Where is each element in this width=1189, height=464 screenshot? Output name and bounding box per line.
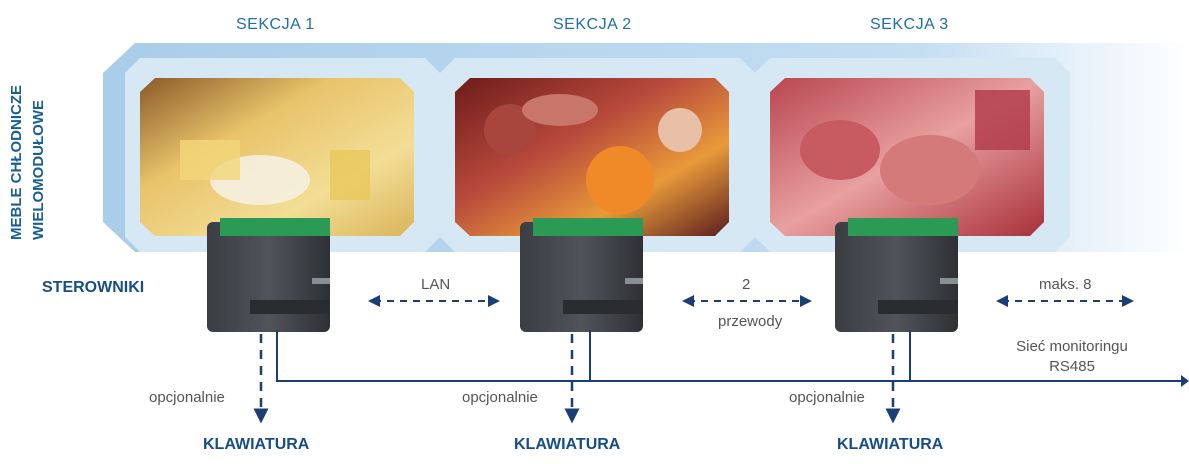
rs485-bus [276, 330, 1183, 382]
section-label-3: SEKCJA 3 [870, 16, 949, 33]
section-label-1: SEKCJA 1 [236, 16, 315, 33]
section-frame-2 [440, 58, 755, 252]
optional-label-1: opcjonalnie [149, 389, 225, 406]
keyboard-label-3: KLAWIATURA [837, 436, 944, 453]
section-label-2: SEKCJA 2 [553, 16, 632, 33]
network-label-line1: Sieć monitoringu [1016, 338, 1128, 355]
optional-label-2: opcjonalnie [462, 389, 538, 406]
side-label-line1: MEBLE CHŁODNICZE [8, 85, 25, 240]
lan-label: LAN [421, 276, 451, 293]
controller-1 [207, 218, 330, 332]
controller-2 [520, 218, 643, 332]
keyboard-label-2: KLAWIATURA [514, 436, 621, 453]
wires-label-line1: 2 [742, 276, 751, 293]
wires-label-line2: przewody [718, 313, 783, 330]
section-frame-3 [755, 58, 1070, 252]
controllers-label: STEROWNIKI [42, 279, 145, 296]
keyboard-label-1: KLAWIATURA [203, 436, 310, 453]
network-label-line2: RS485 [1049, 358, 1095, 375]
side-label-line2: WIELOMODUŁOWE [30, 100, 47, 240]
max-label: maks. 8 [1039, 276, 1092, 293]
optional-label-3: opcjonalnie [789, 389, 865, 406]
section-frame-1 [125, 58, 440, 252]
bus-arrowhead [1181, 375, 1189, 387]
controller-3 [835, 218, 958, 332]
